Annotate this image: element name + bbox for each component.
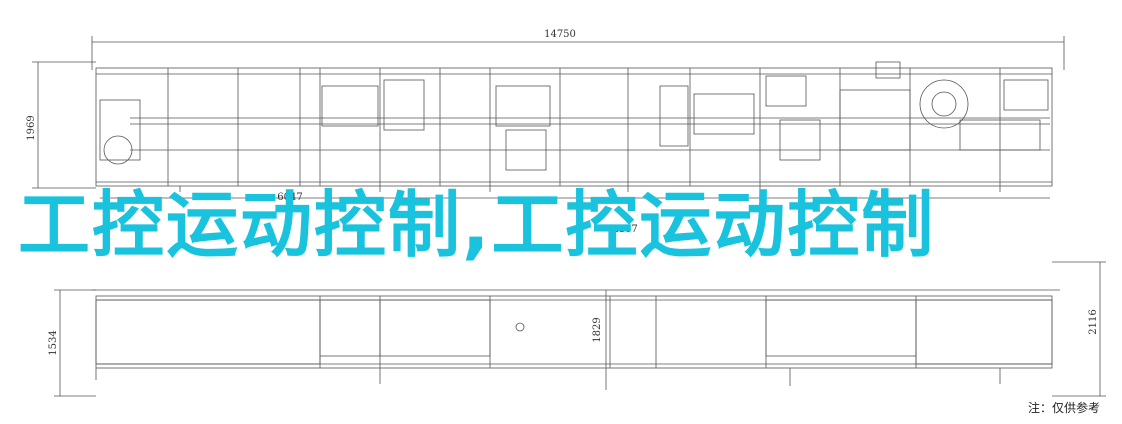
dim-mid-center: 4187 (612, 224, 637, 235)
dim-mid-left: 6047 (277, 192, 302, 203)
dim-lower-center: 1829 (592, 317, 603, 342)
watermark-overlay-text: 工控运动控制,工控运动控制 (18, 183, 936, 267)
reference-note: 注：仅供参考 (1027, 401, 1100, 415)
dim-top-total: 14750 (544, 29, 576, 40)
dim-lower-right: 2116 (1088, 309, 1099, 334)
dim-left-upper: 1969 (26, 115, 37, 140)
dim-lower-left: 1534 (48, 330, 59, 355)
